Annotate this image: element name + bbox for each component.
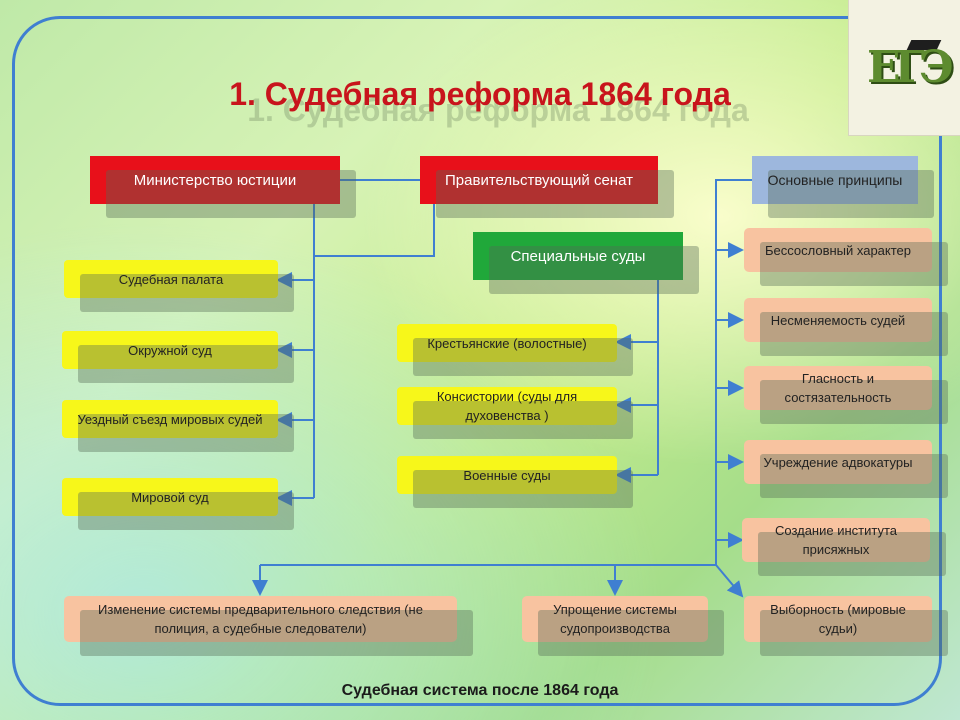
consistories-box: Консистории (суды для духовенства )	[397, 387, 633, 439]
peace-court-box: Мировой суд	[62, 478, 294, 530]
ege-logo: ЕГЭ	[848, 0, 960, 136]
advocacy-principle-box: Учреждение адвокатуры	[744, 440, 948, 498]
district-court-box: Окружной суд	[62, 331, 294, 383]
publicity-principle-box: Гласность и состязательность	[744, 366, 948, 424]
investigation-change-box: Изменение системы предварительного следс…	[64, 596, 473, 656]
page-title: 1. Судебная реформа 1864 года	[229, 76, 731, 112]
slide-frame	[12, 16, 942, 706]
procedure-simplification-box: Упрощение системы судопроизводства	[522, 596, 724, 656]
ministry-of-justice-box: Министерство юстиции	[90, 156, 356, 218]
logo-text: ЕГЭ	[867, 42, 954, 93]
peasant-courts-box: Крестьянские (волостные)	[397, 324, 633, 376]
jury-principle-box: Создание института присяжных	[742, 518, 946, 576]
principles-header-box: Основные принципы	[752, 156, 934, 218]
special-courts-box: Специальные суды	[473, 232, 699, 294]
footer-caption: Судебная система после 1864 года	[341, 682, 619, 699]
county-congress-box: Уездный съезд мировых судей	[62, 400, 294, 452]
military-courts-box: Военные суды	[397, 456, 633, 508]
title-reflection: 1. Судебная реформа 1864 года	[247, 92, 749, 128]
arrow-to-elective	[715, 564, 744, 598]
classless-principle-box: Бессословный характер	[744, 228, 948, 286]
connector-senate-ministry	[314, 204, 435, 257]
irremovability-principle-box: Несменяемость судей	[744, 298, 948, 356]
elective-principle-box: Выборность (мировые судьи)	[744, 596, 948, 656]
judicial-chamber-box: Судебная палата	[64, 260, 294, 312]
senate-box: Правительствующий сенат	[420, 156, 674, 218]
connector-principles-trunk	[715, 179, 752, 565]
